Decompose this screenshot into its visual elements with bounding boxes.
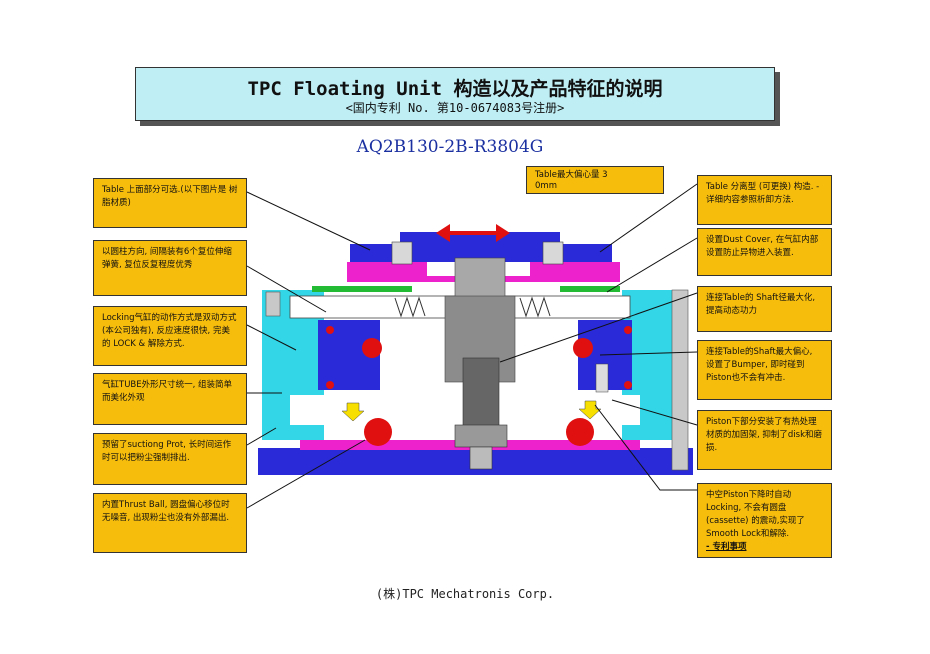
note-shaft-bumper: 连接Table的Shaft最大偏心, 设置了Bumper, 即时碰到 Pisto…: [697, 340, 832, 400]
patent-label: - 专利事项: [706, 542, 747, 552]
note-thrust-ball: 内置Thrust Ball, 圆盘偏心移位时无噪音, 出现粉尘也没有外部漏出.: [93, 493, 247, 553]
left-rod: [265, 291, 281, 317]
page-title: TPC Floating Unit 构造以及产品特征的说明: [247, 78, 663, 100]
table-magenta-right: [530, 262, 620, 282]
ball-right-lower: [566, 418, 594, 446]
seal-3: [624, 326, 632, 334]
seal-2: [326, 381, 334, 389]
suction-arrow-right: [578, 400, 602, 420]
note-table-top: Table 上面部分可选.(以下图片是 树脂材质): [93, 178, 247, 228]
offset-note: Table最大偏心量 3 0mm: [526, 166, 664, 194]
note-locking-cylinder: Locking气缸的动作方式是双动方式 (本公司独有), 反应速度很快, 完美的…: [93, 306, 247, 366]
spring-right: [519, 296, 551, 318]
leader-line: [246, 324, 297, 351]
table-top-blue: [350, 232, 612, 262]
screw-right: [542, 241, 564, 265]
bolt-head: [454, 424, 508, 448]
leader-line: [599, 183, 698, 253]
leader-line: [599, 351, 698, 356]
dust-cover-right: [560, 286, 620, 292]
leader-line: [246, 191, 371, 251]
offset-arrowhead-left: [436, 224, 450, 242]
housing-inner-white-right: [600, 395, 640, 425]
piston-bore-right: [595, 363, 609, 393]
housing-inner-white-left: [290, 395, 330, 425]
note-springs: 以圆柱方向, 间隔装有6个复位伸缩弹簧, 复位反复程度优秀: [93, 240, 247, 296]
leader-line: [499, 292, 698, 363]
ball-left-lower: [364, 418, 392, 446]
leader-line: [246, 427, 277, 446]
footer-company: (株)TPC Mechatronis Corp.: [375, 587, 555, 601]
note-dust-cover: 设置Dust Cover, 在气缸内部设置防止异物进入装置.: [697, 228, 832, 276]
leader-line: [246, 265, 327, 313]
note-piston-reinforcement: Piston下部分安装了有热处理材质的加固架, 抑制了disk和磨损.: [697, 410, 832, 470]
bolt-stem: [469, 446, 493, 470]
offset-arrowhead-right: [496, 224, 510, 242]
title-box: TPC Floating Unit 构造以及产品特征的说明 <国内专利 No. …: [135, 67, 775, 121]
leader-line: [611, 399, 698, 426]
patent-subtitle: <国内专利 No. 第10-0674083号注册>: [345, 101, 565, 115]
hollow-piston-text: 中空Piston下降时自动Locking, 不会有圆盘 (cassette) 的…: [706, 490, 805, 539]
model-number: AQ2B130-2B-R3804G: [356, 137, 544, 157]
ball-left-upper: [362, 338, 382, 358]
note-shaft-diameter: 连接Table的 Shaft径最大化, 提高动态功力: [697, 286, 832, 332]
leader-line: [606, 237, 698, 293]
seal-4: [624, 381, 632, 389]
leader-line: [246, 439, 366, 509]
seal-1: [326, 326, 334, 334]
note-tube: 气缸TUBE外形尺寸统一, 组装简单而美化外观: [93, 373, 247, 425]
screw-left: [391, 241, 413, 265]
center-bolt: [462, 357, 500, 429]
ball-right-upper: [573, 338, 593, 358]
table-magenta-left: [347, 262, 427, 282]
note-hollow-piston: 中空Piston下降时自动Locking, 不会有圆盘 (cassette) 的…: [697, 483, 832, 558]
right-rod: [671, 289, 689, 471]
suction-arrow-left: [341, 402, 365, 422]
spring-left: [394, 296, 426, 318]
note-table-separable: Table 分离型 (可更换) 构造. - 详细内容参照析卸方法.: [697, 175, 832, 225]
leader-line: [594, 404, 697, 491]
offset-note-line1: Table最大偏心量 3: [535, 170, 608, 180]
dust-cover-left: [312, 286, 412, 292]
center-shaft-top: [454, 257, 506, 299]
offset-note-line2: 0mm: [535, 181, 557, 191]
note-suction-port: 预留了suctiong Prot, 长时间运作时可以把粉尘强制排出.: [93, 433, 247, 485]
